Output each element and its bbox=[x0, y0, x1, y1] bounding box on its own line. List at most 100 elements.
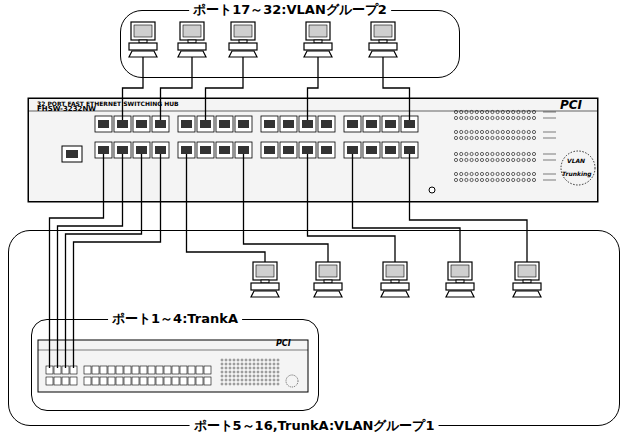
led bbox=[517, 152, 520, 155]
led bbox=[470, 178, 473, 181]
pc-icon bbox=[369, 22, 397, 57]
model-text: FHSW-3232NW bbox=[37, 106, 96, 113]
led bbox=[225, 371, 227, 373]
brand-logo: PCI bbox=[560, 99, 582, 111]
led bbox=[506, 158, 509, 161]
rj45-port bbox=[196, 366, 203, 374]
led bbox=[506, 130, 509, 133]
led bbox=[491, 130, 494, 133]
rj45-port bbox=[261, 116, 278, 132]
led bbox=[470, 110, 473, 113]
led bbox=[532, 152, 535, 155]
rj45-socket bbox=[404, 146, 415, 154]
rj45-port bbox=[92, 366, 99, 374]
led bbox=[470, 172, 473, 175]
led bbox=[454, 158, 457, 161]
badge-text: VLAN bbox=[567, 158, 585, 164]
led bbox=[261, 367, 263, 369]
led bbox=[225, 359, 227, 361]
rj45-port bbox=[363, 116, 380, 132]
rj45-socket bbox=[238, 146, 249, 154]
led bbox=[501, 116, 504, 119]
rj45-socket bbox=[155, 146, 166, 154]
rj45-port bbox=[133, 116, 150, 132]
led bbox=[269, 363, 271, 365]
led bbox=[517, 158, 520, 161]
led bbox=[277, 359, 279, 361]
cable bbox=[206, 57, 244, 120]
led bbox=[470, 116, 473, 119]
led bbox=[465, 130, 468, 133]
led bbox=[261, 371, 263, 373]
rj45-port bbox=[156, 366, 163, 374]
rj45-port bbox=[188, 377, 195, 385]
rj45-port bbox=[108, 377, 115, 385]
led bbox=[480, 178, 483, 181]
led bbox=[501, 110, 504, 113]
led bbox=[233, 371, 235, 373]
led bbox=[465, 172, 468, 175]
led bbox=[225, 363, 227, 365]
rj45-port bbox=[196, 377, 203, 385]
led bbox=[480, 116, 483, 119]
led bbox=[261, 379, 263, 381]
rj45-socket bbox=[181, 146, 192, 154]
led bbox=[221, 359, 223, 361]
rj45-port bbox=[188, 366, 195, 374]
led bbox=[532, 136, 535, 139]
rj45-port bbox=[124, 377, 131, 385]
rj45-port bbox=[204, 377, 211, 385]
cable bbox=[58, 154, 123, 368]
group-heading: ポート5～16,TrunkA:VLANグループ1 bbox=[190, 418, 439, 434]
led bbox=[465, 136, 468, 139]
led bbox=[512, 172, 515, 175]
led bbox=[475, 172, 478, 175]
led bbox=[470, 130, 473, 133]
badge-text: Trunking bbox=[562, 171, 592, 177]
led bbox=[241, 375, 243, 377]
led bbox=[486, 136, 489, 139]
rj45-port bbox=[62, 377, 69, 385]
led bbox=[522, 172, 525, 175]
led bbox=[506, 116, 509, 119]
group-region: ポート5～16,TrunkA:VLANグループ1ポート1～4:TrankA bbox=[8, 230, 620, 426]
rj45-socket bbox=[347, 146, 358, 154]
rj45-socket bbox=[321, 146, 332, 154]
led bbox=[241, 359, 243, 361]
led bbox=[527, 178, 530, 181]
led bbox=[470, 136, 473, 139]
led bbox=[480, 158, 483, 161]
switch-edge bbox=[38, 350, 308, 351]
led bbox=[249, 359, 251, 361]
rj45-port bbox=[216, 142, 233, 158]
cable bbox=[410, 154, 528, 262]
rj45-socket bbox=[264, 146, 275, 154]
led bbox=[265, 359, 267, 361]
cable bbox=[187, 154, 266, 262]
led-legend bbox=[543, 174, 556, 175]
rj45-port bbox=[116, 377, 123, 385]
led bbox=[475, 158, 478, 161]
led bbox=[486, 172, 489, 175]
led bbox=[465, 152, 468, 155]
led bbox=[265, 383, 267, 385]
rj45-socket bbox=[117, 120, 128, 128]
led bbox=[241, 367, 243, 369]
led bbox=[233, 363, 235, 365]
led-legend bbox=[543, 138, 556, 139]
led bbox=[527, 172, 530, 175]
rj45-port bbox=[100, 377, 107, 385]
led bbox=[475, 116, 478, 119]
cable bbox=[74, 154, 161, 368]
led bbox=[225, 379, 227, 381]
led bbox=[512, 110, 515, 113]
led bbox=[269, 371, 271, 373]
group-heading: ポート17～32:VLANグループ2 bbox=[189, 2, 391, 18]
rj45-port bbox=[204, 366, 211, 374]
pc-icon bbox=[381, 262, 409, 297]
led bbox=[245, 383, 247, 385]
led bbox=[245, 359, 247, 361]
led bbox=[522, 136, 525, 139]
led bbox=[470, 152, 473, 155]
led bbox=[475, 152, 478, 155]
